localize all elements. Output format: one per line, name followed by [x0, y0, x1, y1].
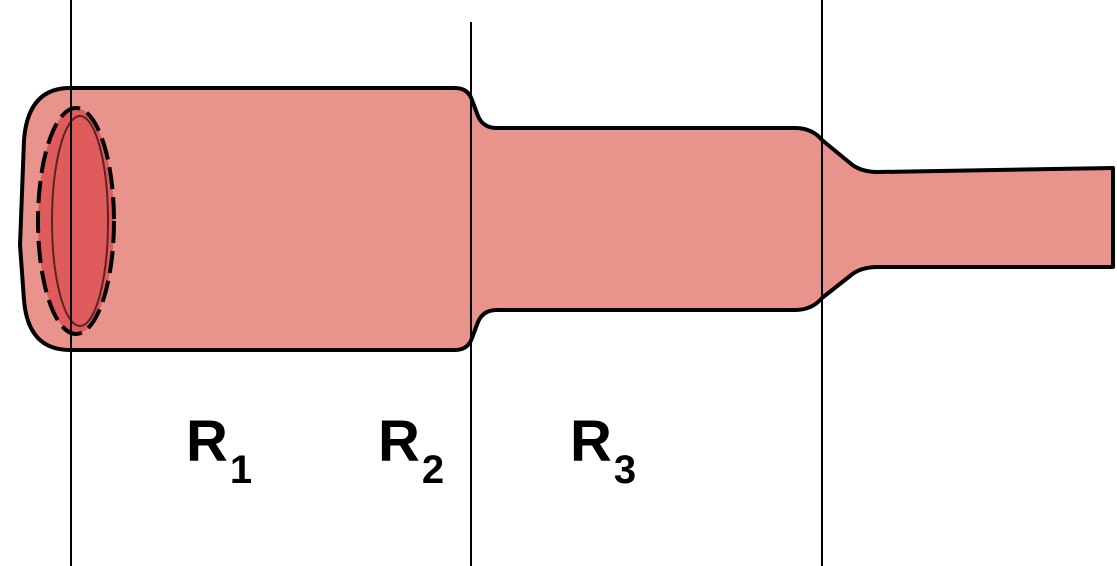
region-label-r2: R2	[378, 413, 444, 491]
region-label-r1-main: R	[186, 409, 228, 474]
tube-body	[18, 86, 1115, 352]
region-label-r2-sub: 2	[421, 448, 445, 492]
region-label-r3: R3	[570, 413, 636, 491]
region-label-r3-sub: 3	[613, 448, 637, 492]
tube-opening	[36, 106, 116, 336]
region-label-r3-main: R	[570, 409, 612, 474]
tube-opening-inner	[51, 115, 109, 327]
region-label-r2-main: R	[378, 409, 420, 474]
region-label-r1-sub: 1	[229, 448, 253, 492]
region-label-r1: R1	[186, 413, 252, 491]
